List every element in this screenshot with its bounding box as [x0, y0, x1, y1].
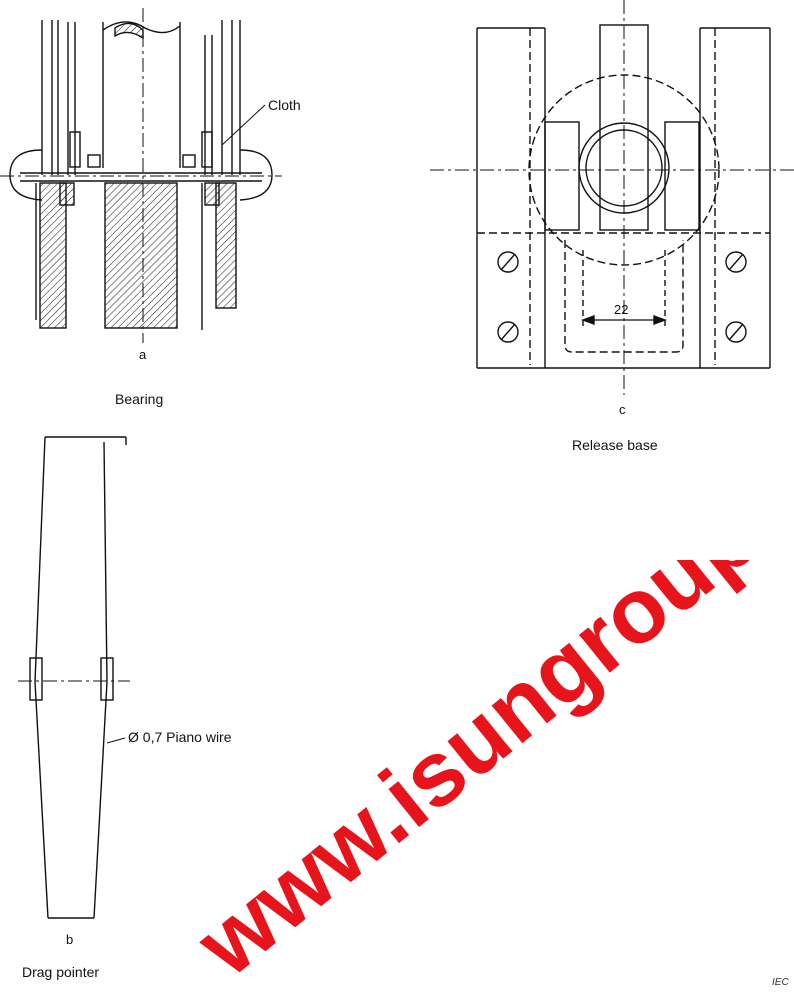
- watermark-text: www.isungroup.com: [190, 560, 790, 996]
- cloth-label: Cloth: [268, 97, 301, 113]
- release-base-caption: Release base: [572, 437, 658, 453]
- drag-pointer-view: [18, 436, 130, 919]
- watermark: www.isungroup.com: [190, 560, 790, 996]
- release-base-view: [430, 0, 794, 395]
- release-base-letter: c: [619, 402, 626, 417]
- drag-pointer-letter: b: [66, 932, 74, 947]
- iec-reference: IEC: [772, 977, 789, 988]
- bearing-caption: Bearing: [115, 391, 164, 407]
- release-base-dimension: 22: [614, 302, 629, 317]
- bearing-view: [0, 8, 282, 343]
- piano-wire-label: Ø 0,7 Piano wire: [128, 729, 232, 745]
- drag-pointer-caption: Drag pointer: [22, 964, 100, 980]
- bearing-letter: a: [139, 347, 147, 362]
